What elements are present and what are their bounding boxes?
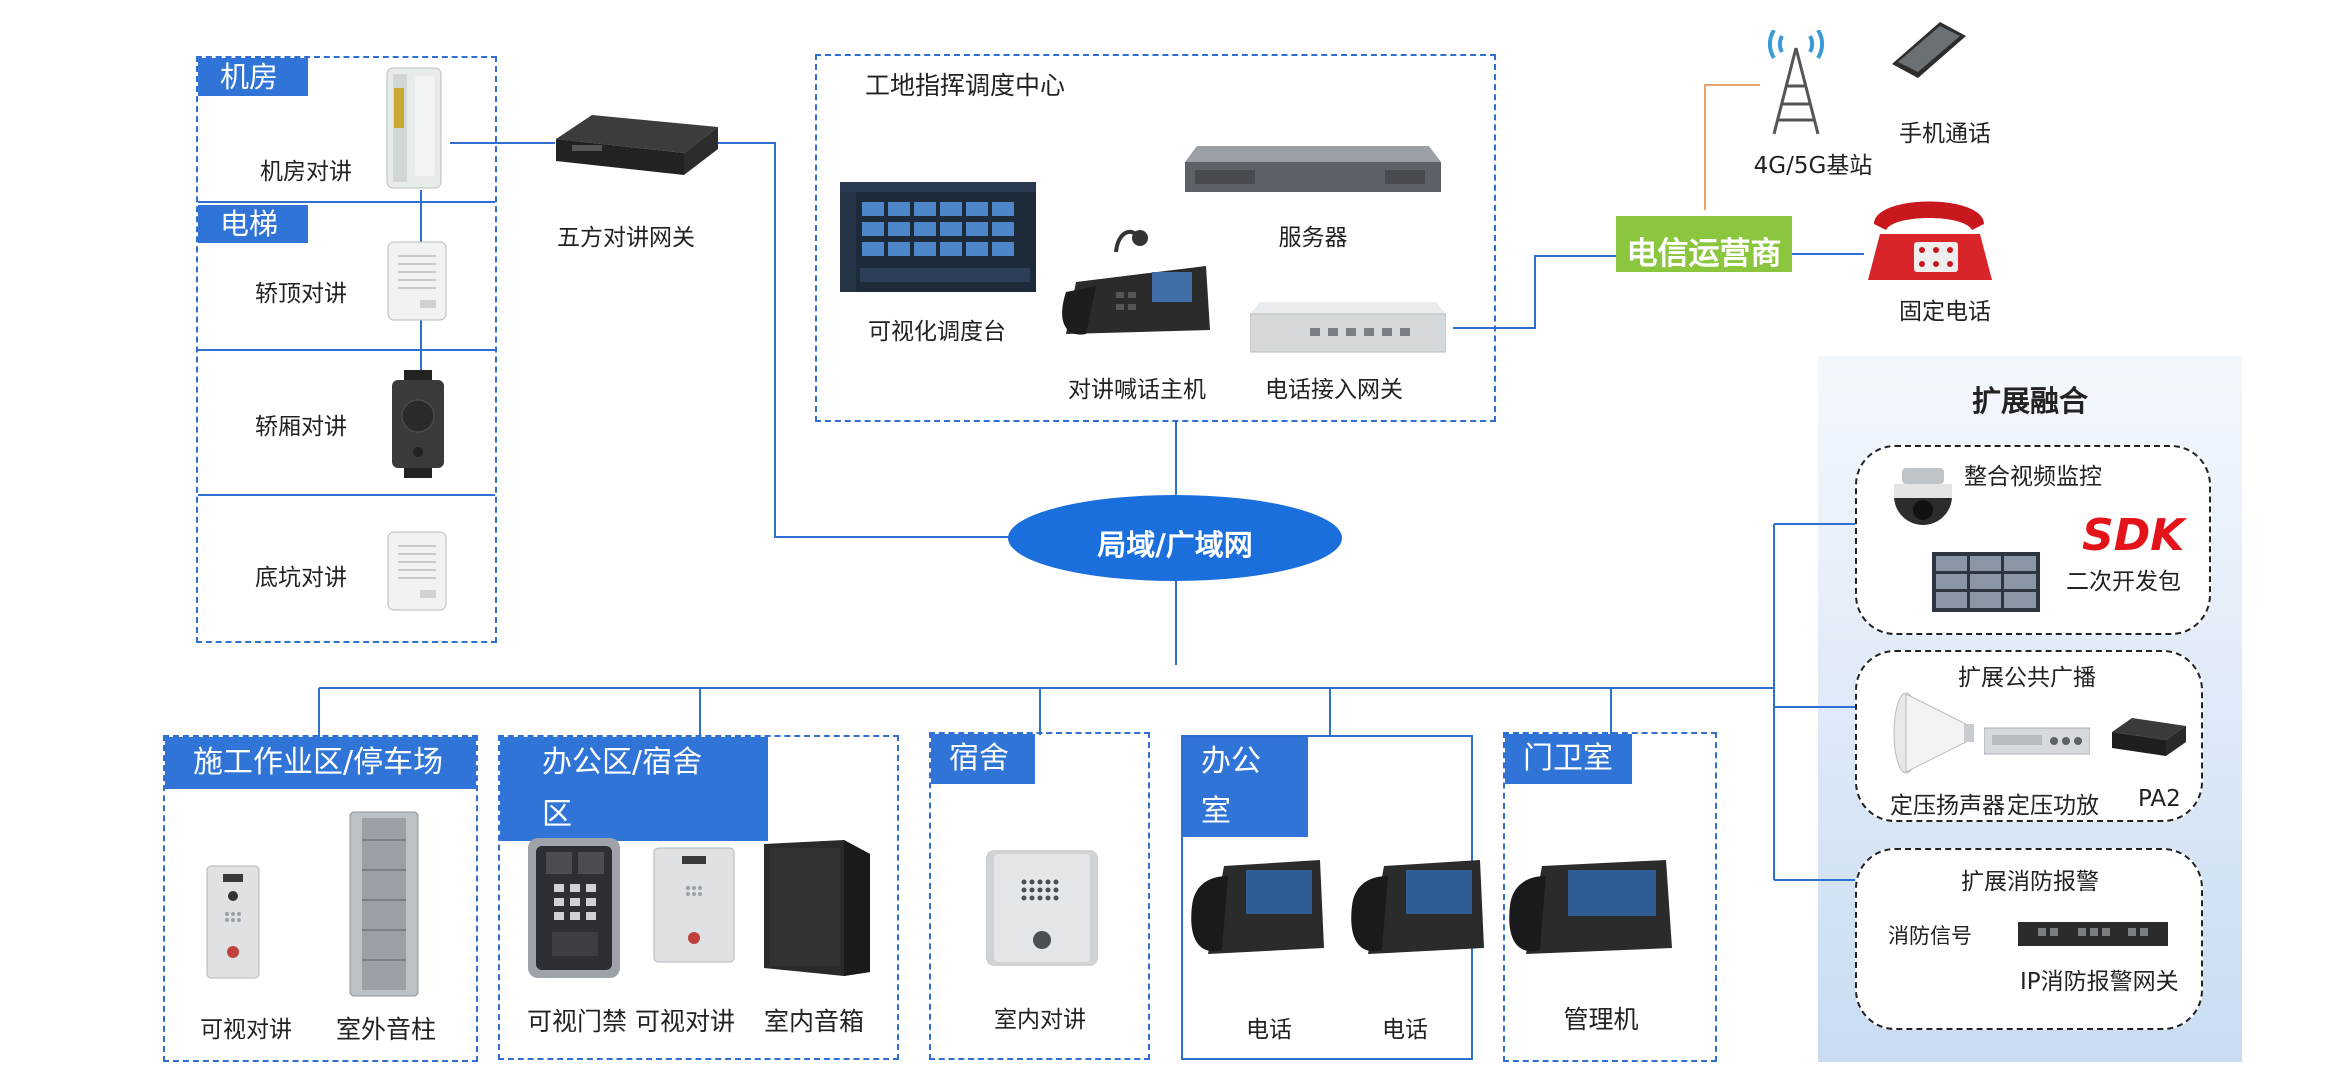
pit-label: 底坑对讲 — [255, 565, 347, 591]
broadcast-title: 扩展公共广播 — [1958, 665, 2096, 691]
gateway-device — [556, 115, 718, 175]
pa2-device-icon — [2112, 718, 2186, 756]
access-control-device — [528, 838, 620, 978]
server-label: 服务器 — [1278, 225, 1348, 251]
guard-item-label: 管理机 — [1563, 1005, 1639, 1034]
sdk-logo: SDK — [2082, 510, 2185, 561]
phone-gateway-device — [1250, 302, 1446, 353]
carrier-label: 电信运营商 — [1626, 236, 1782, 272]
horn-speaker-icon — [1893, 692, 1974, 774]
divider — [198, 349, 495, 351]
indoor-speaker-device — [764, 840, 870, 976]
construction-zone-tag: 施工作业区/停车场 — [165, 737, 476, 789]
video-wall-icon — [1932, 552, 2040, 612]
machine-room-label: 机房对讲 — [260, 159, 352, 185]
mobile-phone-icon — [1892, 22, 1966, 78]
gateway-label: 五方对讲网关 — [557, 225, 695, 251]
office-dorm-item-label: 室内音箱 — [764, 1007, 865, 1036]
fixed-label: 固定电话 — [1899, 299, 1991, 325]
guard-zone-tag: 门卫室 — [1505, 734, 1632, 784]
dispatch-console-screen — [840, 182, 1036, 292]
car-top-intercom-device — [387, 241, 447, 321]
sdk-label: 二次开发包 — [2066, 569, 2181, 595]
station-label: 4G/5G基站 — [1753, 153, 1873, 179]
indoor-intercom-device — [986, 850, 1098, 966]
outdoor-column-speaker — [349, 811, 419, 997]
office-dorm-item-label: 可视门禁 — [527, 1007, 628, 1036]
machine-room-tag: 机房 — [198, 58, 308, 96]
fixed-phone-icon — [1868, 201, 1992, 280]
elevator-tag: 电梯 — [198, 205, 308, 243]
machine-room-intercom-device — [386, 67, 442, 189]
fire-gateway-label: IP消防报警网关 — [2020, 969, 2179, 995]
office-dorm-zone-box — [498, 735, 899, 1060]
intercom-host-device — [1062, 229, 1210, 335]
fire-gateway-icon — [2018, 922, 2168, 946]
fire-title: 扩展消防报警 — [1961, 869, 2099, 895]
office-item-label: 电话 — [1246, 1017, 1292, 1043]
dorm-zone-box — [929, 732, 1150, 1060]
video-intercom-device — [653, 847, 735, 963]
construction-item-label: 室外音柱 — [336, 1015, 437, 1044]
ip-phone-device — [1191, 860, 1324, 954]
speaker-label: 定压扬声器 — [1890, 793, 2005, 819]
car-intercom-device — [392, 370, 444, 478]
office-dorm-item-label: 可视对讲 — [635, 1007, 736, 1036]
divider — [198, 494, 495, 496]
dome-camera-icon — [1894, 468, 1952, 525]
command-center-box — [815, 54, 1496, 422]
network-ellipse — [1008, 495, 1342, 581]
pa-label: PA2 — [2138, 786, 2181, 812]
dorm-zone-tag: 宿舍 — [931, 734, 1035, 784]
office-item-label: 电话 — [1382, 1017, 1428, 1043]
management-phone-device — [1509, 860, 1672, 954]
car-top-label: 轿顶对讲 — [255, 281, 347, 307]
signal-label: 消防信号 — [1888, 924, 1972, 948]
mobile-label: 手机通话 — [1899, 121, 1991, 147]
dorm-item-label: 室内对讲 — [994, 1007, 1086, 1033]
video-intercom-device — [206, 865, 260, 979]
cell-tower-icon — [1767, 30, 1825, 135]
command-center-title: 工地指挥调度中心 — [865, 71, 1066, 100]
car-label: 轿厢对讲 — [255, 414, 347, 440]
construction-item-label: 可视对讲 — [200, 1017, 292, 1043]
guard-zone-box — [1503, 732, 1717, 1062]
divider — [198, 201, 495, 203]
network-label: 局域/广域网 — [1097, 528, 1253, 562]
server-device — [1185, 146, 1441, 192]
office-dorm-zone-tag: 办公区/宿舍区 — [500, 737, 768, 841]
construction-zone-box — [163, 735, 478, 1062]
amplifier-icon — [1984, 727, 2090, 755]
phone-gateway-label: 电话接入网关 — [1265, 377, 1403, 403]
carrier-box — [1616, 216, 1792, 272]
amp-label: 定压功放 — [2007, 793, 2099, 819]
video-title: 整合视频监控 — [1964, 464, 2102, 490]
pit-intercom-device — [387, 531, 447, 611]
ip-phone-device — [1351, 860, 1484, 954]
host-label: 对讲喊话主机 — [1068, 377, 1206, 403]
elevator-panel — [196, 56, 497, 643]
office-zone-tag: 办公室 — [1183, 737, 1308, 837]
dispatch-label: 可视化调度台 — [868, 319, 1006, 345]
expansion-title: 扩展融合 — [1971, 384, 2089, 418]
